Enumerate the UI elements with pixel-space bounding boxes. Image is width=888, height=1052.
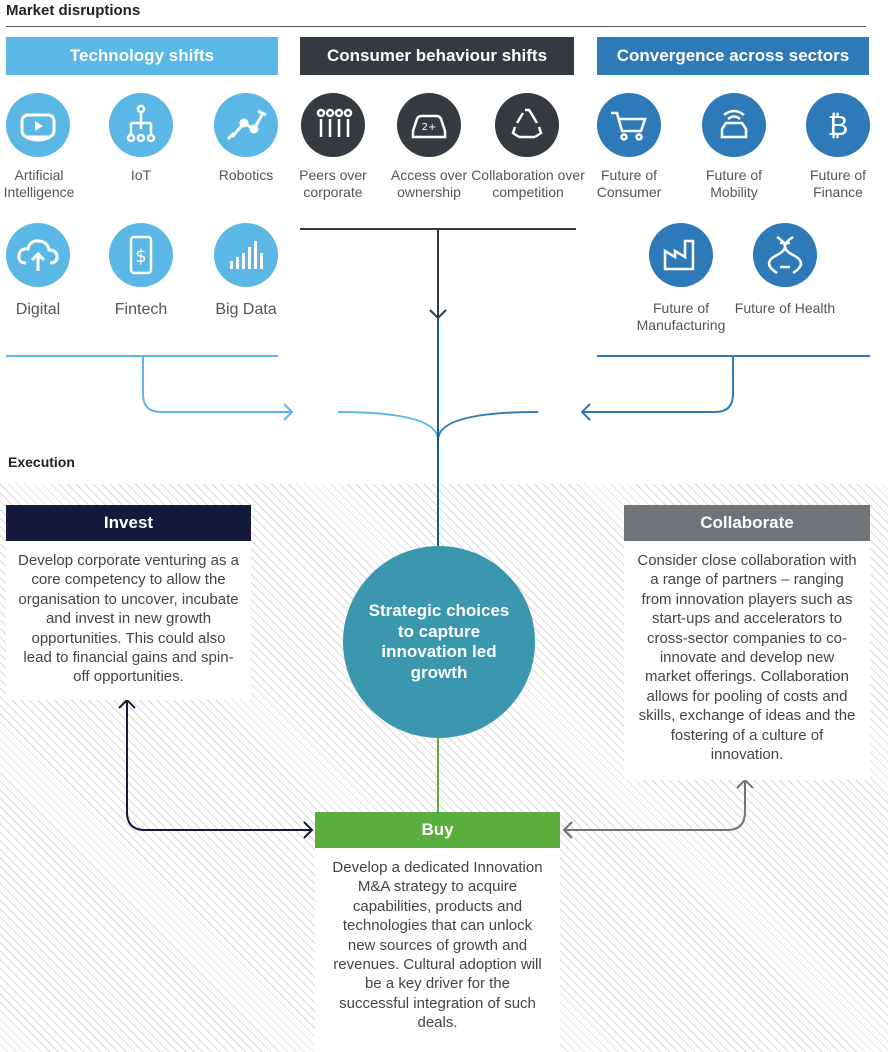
market-disruptions-title: Market disruptions [6, 2, 141, 19]
label-collaboration-over-competition: Collaboration over competition [471, 167, 585, 200]
label-fintech: Fintech [114, 301, 168, 318]
collaborate-box: Collaborate Consider close collaboration… [624, 505, 870, 780]
label-future-of-manufacturing: Future of Manufacturing [636, 300, 726, 333]
dna-icon [753, 223, 817, 287]
label-future-of-health: Future of Health [734, 300, 836, 316]
invest-text: Develop corporate venturing as a core co… [18, 552, 239, 686]
label-peers-over-corporate: Peers over corporate [299, 167, 367, 200]
label-big-data: Big Data [215, 301, 277, 318]
invest-box: Invest Develop corporate venturing as a … [6, 505, 251, 700]
title-divider [6, 26, 866, 27]
shared-car-icon: 2+ [397, 93, 461, 157]
invest-title: Invest [6, 505, 251, 541]
svg-text:2+: 2+ [422, 122, 437, 133]
label-artificial-intelligence: Artificial Intelligence [3, 167, 75, 200]
vr-headset-icon [6, 93, 70, 157]
label-future-of-consumer: Future of Consumer [596, 167, 662, 200]
buy-box: Buy Develop a dedicated Innovation M&A s… [315, 812, 560, 1052]
label-robotics: Robotics [218, 167, 274, 183]
header-consumer-behaviour-shifts: Consumer behaviour shifts [300, 37, 574, 75]
data-bars-icon [214, 223, 278, 287]
mobile-dollar-icon: $ [109, 223, 173, 287]
recycle-icon [495, 93, 559, 157]
bitcoin-icon: ₿ [806, 93, 870, 157]
strategic-choices-text: Strategic choices to capture innovation … [368, 601, 510, 682]
svg-text:$: $ [135, 246, 146, 267]
network-tree-icon [109, 93, 173, 157]
label-iot: IoT [130, 167, 152, 183]
header-convergence-across-sectors: Convergence across sectors [597, 37, 869, 75]
buy-text: Develop a dedicated Innovation M&A strat… [332, 859, 543, 1032]
collaborate-title: Collaborate [624, 505, 870, 541]
svg-text:₿: ₿ [828, 109, 849, 142]
label-future-of-finance: Future of Finance [809, 167, 867, 200]
label-digital: Digital [15, 301, 61, 318]
factory-icon [649, 223, 713, 287]
strategic-choices-circle: Strategic choices to capture innovation … [343, 546, 535, 738]
connected-car-icon [702, 93, 766, 157]
buy-title: Buy [315, 812, 560, 848]
cloud-upload-icon [6, 223, 70, 287]
collaborate-text: Consider close collaboration with a rang… [637, 552, 857, 764]
label-future-of-mobility: Future of Mobility [705, 167, 763, 200]
people-group-icon [301, 93, 365, 157]
label-access-over-ownership: Access over ownership [390, 167, 468, 200]
execution-title: Execution [8, 454, 75, 470]
shopping-cart-icon [597, 93, 661, 157]
robot-arm-icon [214, 93, 278, 157]
header-technology-shifts: Technology shifts [6, 37, 278, 75]
